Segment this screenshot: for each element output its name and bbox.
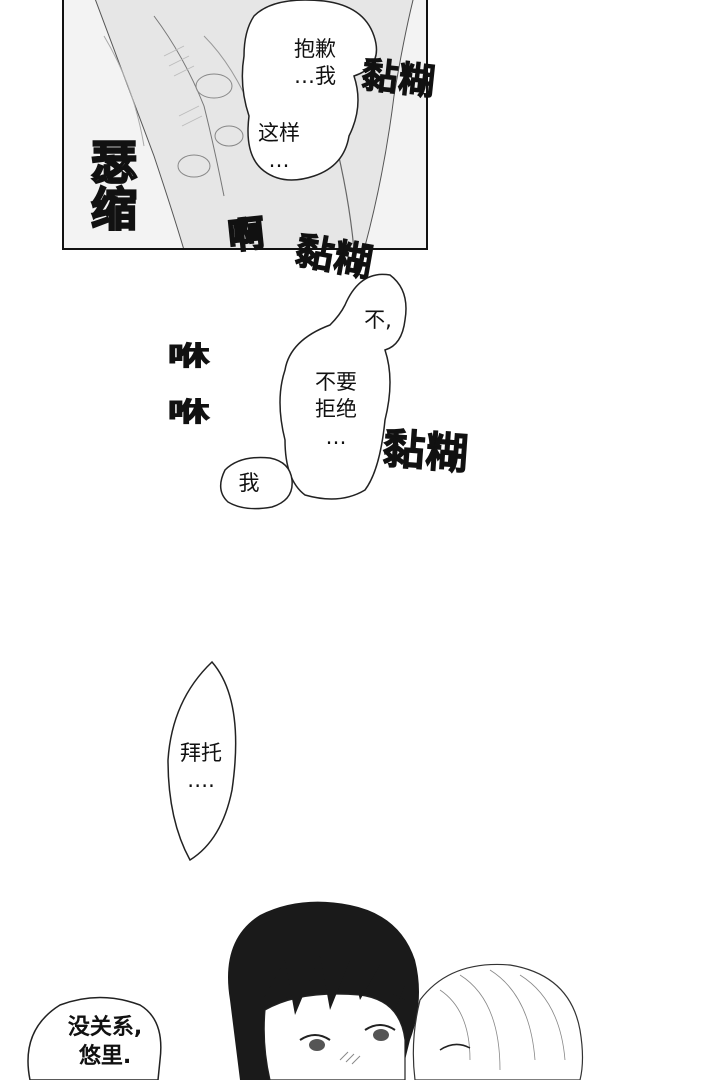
speech-like-this: 这样 … <box>258 121 300 173</box>
sfx-sticky-1: 黏糊 <box>359 54 438 105</box>
sfx-trembling: 瑟缩 <box>83 137 139 233</box>
speech-me: 我 <box>238 471 260 495</box>
sfx-ah: 啊 <box>225 211 268 259</box>
speech-its-okay: 没关系, 悠里. <box>67 1015 143 1069</box>
speech-please: 拜托 …. <box>180 741 222 793</box>
speech-no: 不, <box>364 308 392 332</box>
sfx-panting-1: 咻 <box>167 342 212 373</box>
sfx-panting-2: 咻 <box>167 398 212 429</box>
sfx-sticky-3: 黏糊 <box>381 424 471 480</box>
panel-artwork <box>64 0 426 248</box>
top-panel <box>62 0 428 250</box>
speech-sorry: 抱歉 …我 <box>294 37 336 89</box>
speech-dont-refuse: 不要 拒绝 … <box>315 370 357 449</box>
